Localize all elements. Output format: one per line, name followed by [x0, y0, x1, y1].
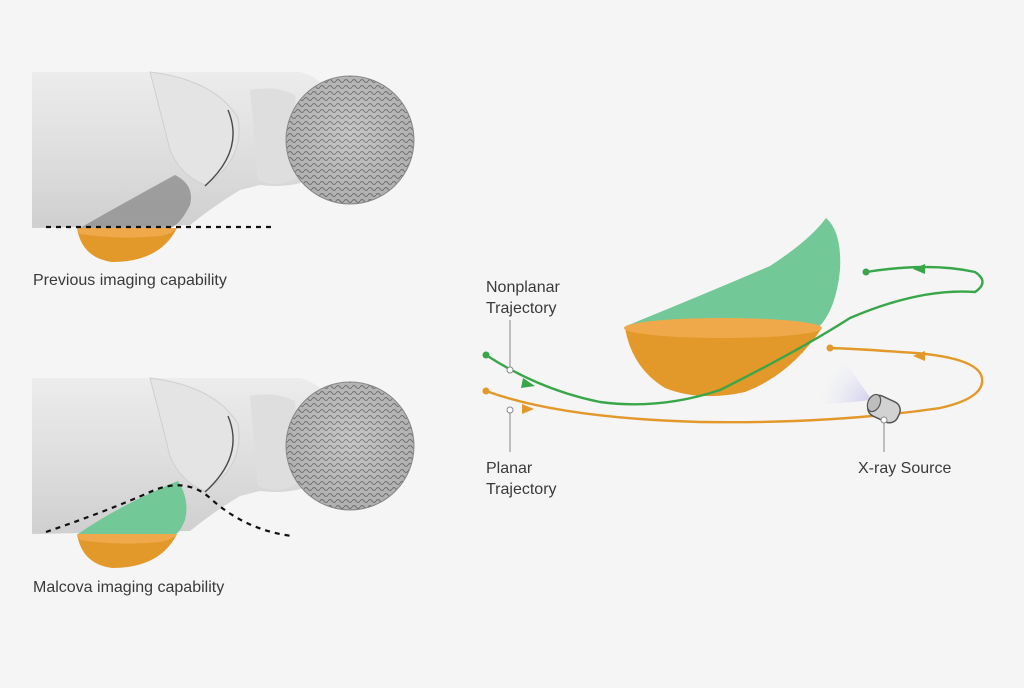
planar-trajectory-start: [827, 345, 834, 352]
breast-volume-green: [626, 218, 840, 328]
planar-trajectory-end: [483, 388, 490, 395]
planar-arrow-1: [522, 404, 534, 414]
nonplanar-label-line1: Nonplanar: [486, 277, 560, 298]
breast-volume-top: [624, 318, 822, 338]
nonplanar-label: Nonplanar Trajectory: [486, 277, 560, 319]
malcova-patient-illustration: [32, 378, 414, 568]
nonplanar-trajectory-end: [483, 352, 490, 359]
breast-volume-orange: [625, 328, 822, 396]
nonplanar-arrow-2: [913, 264, 925, 274]
xray-beam: [820, 355, 872, 405]
previous-patient-illustration: [32, 72, 414, 262]
trajectory-diagram: [483, 218, 983, 452]
previous-caption: Previous imaging capability: [33, 271, 227, 291]
nonplanar-trajectory-start: [863, 269, 870, 276]
malcova-caption: Malcova imaging capability: [33, 578, 224, 598]
xray-source-label: X-ray Source: [858, 458, 951, 479]
planar-label-line1: Planar: [486, 458, 557, 479]
planar-label-line2: Trajectory: [486, 479, 557, 500]
planar-label: Planar Trajectory: [486, 458, 557, 500]
nonplanar-label-line2: Trajectory: [486, 298, 560, 319]
